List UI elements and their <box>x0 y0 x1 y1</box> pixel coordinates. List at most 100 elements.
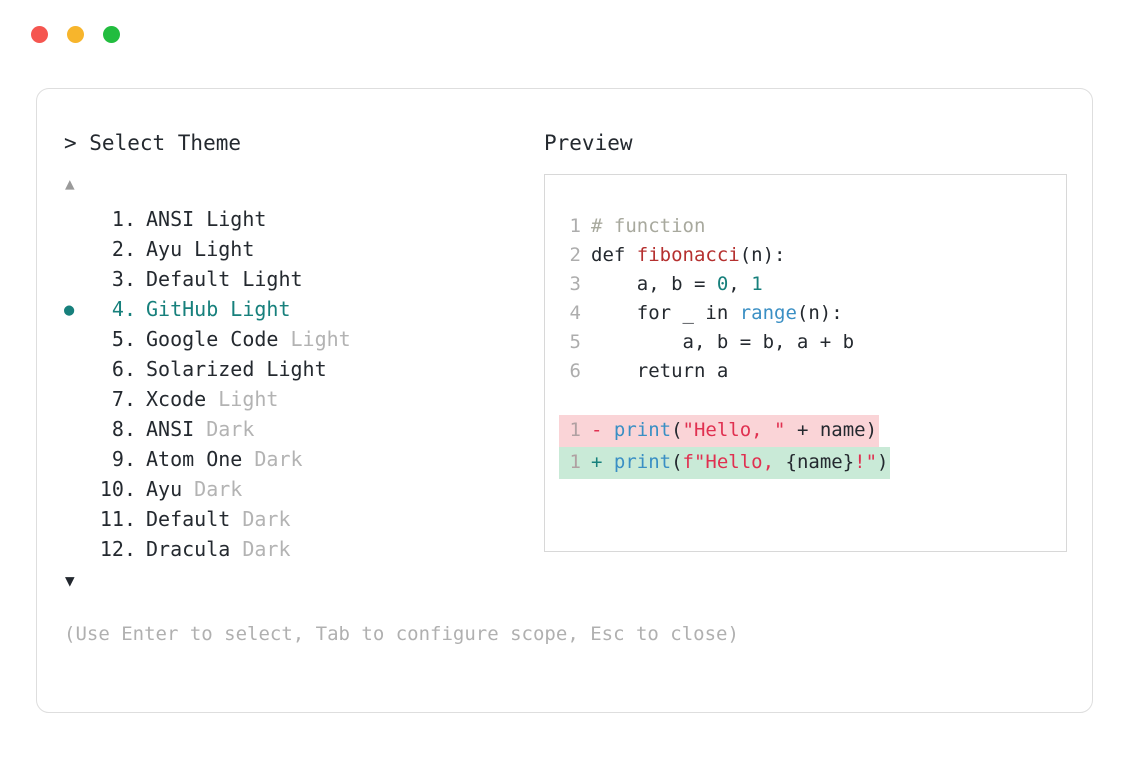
code-token: 1 <box>751 273 763 295</box>
line-number: 6 <box>569 360 581 382</box>
theme-item-variant: Dark <box>182 477 243 501</box>
code-line-text: def fibonacci(n): <box>591 241 785 270</box>
theme-item-variant: Dark <box>230 537 291 561</box>
code-line: 3 a, b = 0, 1 <box>559 270 1066 299</box>
theme-list-item[interactable]: 10. Ayu Dark <box>64 477 534 507</box>
theme-item-variant: Light <box>194 207 267 231</box>
line-number: 5 <box>569 331 581 353</box>
code-line: 1 # function <box>559 212 1066 241</box>
page-title: > Select Theme <box>64 131 242 155</box>
theme-item-name: Ayu <box>146 237 183 261</box>
theme-item-variant: Light <box>254 357 327 381</box>
theme-item-variant: Light <box>218 297 291 321</box>
theme-list-item[interactable]: 11.Default Dark <box>64 507 534 537</box>
code-line-text: for _ in range(n): <box>591 299 843 328</box>
theme-item-index: 1. <box>111 207 136 231</box>
theme-list-item[interactable]: 9. Atom One Dark <box>64 447 534 477</box>
code-line-text: a, b = 0, 1 <box>591 270 763 299</box>
line-number: 1 <box>569 215 581 237</box>
preview-title: Preview <box>544 131 633 155</box>
theme-item-index: 11. <box>99 507 136 531</box>
theme-item-index: 10. <box>99 477 136 501</box>
theme-item-name: Default <box>146 267 231 291</box>
code-line: 4 for _ in range(n): <box>559 299 1066 328</box>
theme-list-item[interactable]: 1. ANSI Light <box>64 207 534 237</box>
maximize-button[interactable] <box>103 25 120 43</box>
code-token: ( <box>671 451 683 473</box>
code-line-text: return a <box>591 357 729 386</box>
theme-item-name: ANSI <box>146 207 195 231</box>
code-token: , <box>728 273 752 295</box>
theme-item-variant: Dark <box>242 447 303 471</box>
theme-item-name: Dracula <box>146 537 231 561</box>
minimize-button[interactable] <box>67 25 84 43</box>
theme-item-index: 9. <box>111 447 136 471</box>
line-number: 1 <box>569 451 581 473</box>
window-titlebar <box>0 0 1129 68</box>
code-token: a, b = b, a + b <box>591 331 855 353</box>
theme-list-item[interactable]: 12. Dracula Dark <box>64 537 534 567</box>
theme-list-item[interactable]: ●4.GitHub Light <box>64 297 534 327</box>
code-token: # function <box>591 215 706 237</box>
code-token: f"Hello, <box>682 451 786 473</box>
code-line-text: # function <box>591 212 705 241</box>
selected-bullet-icon: ● <box>64 300 75 320</box>
code-token: def <box>591 244 637 266</box>
code-line-text: print(f"Hello, {name}!") <box>614 447 891 479</box>
theme-item-name: Atom One <box>146 447 243 471</box>
code-token: (n): <box>796 302 843 324</box>
code-token: ( <box>671 419 683 441</box>
diff-marker: - <box>591 419 614 441</box>
code-token: ) <box>877 451 889 473</box>
theme-list-item[interactable]: 5. Google Code Light <box>64 327 534 357</box>
theme-item-variant: Dark <box>194 417 255 441</box>
theme-item-name: ANSI <box>146 417 195 441</box>
diff-highlight: 1 + print(f"Hello, {name}!") <box>559 447 891 479</box>
theme-item-name: GitHub <box>146 297 219 321</box>
diff-marker: + <box>591 451 614 473</box>
theme-list-item[interactable]: 8. ANSI Dark <box>64 417 534 447</box>
code-token: range <box>739 302 797 324</box>
theme-item-name: Ayu <box>146 477 183 501</box>
close-button[interactable] <box>31 25 48 43</box>
theme-item-name: Google Code <box>146 327 279 351</box>
diff-line-del: 1- print("Hello, " + name) <box>559 415 1066 447</box>
theme-item-name: Solarized <box>146 357 255 381</box>
theme-item-variant: Dark <box>230 507 291 531</box>
diff-block: 1- print("Hello, " + name)1+ print(f"Hel… <box>559 415 1066 479</box>
theme-item-index: 3. <box>111 267 136 291</box>
line-number: 3 <box>569 273 581 295</box>
theme-list-item[interactable]: 3.Default Light <box>64 267 534 297</box>
theme-item-variant: Light <box>182 237 255 261</box>
code-token: (n): <box>739 244 786 266</box>
keyboard-hint: (Use Enter to select, Tab to configure s… <box>64 623 739 645</box>
code-token: + name) <box>785 419 878 441</box>
scroll-up-icon[interactable]: ▲ <box>65 174 75 193</box>
code-token: print <box>613 451 672 473</box>
theme-item-variant: Light <box>206 387 279 411</box>
theme-item-variant: Light <box>278 327 351 351</box>
scroll-down-icon[interactable]: ▼ <box>65 571 75 590</box>
code-token: 0 <box>716 273 729 295</box>
window-controls <box>31 25 120 43</box>
code-token: fibonacci <box>636 244 740 266</box>
theme-item-index: 6. <box>111 357 136 381</box>
theme-list-item[interactable]: 2.Ayu Light <box>64 237 534 267</box>
code-token: "Hello, " <box>682 419 786 441</box>
theme-item-index: 12. <box>99 537 136 561</box>
code-token: return a <box>591 360 729 382</box>
code-line: 5 a, b = b, a + b <box>559 328 1066 357</box>
theme-item-index: 8. <box>111 417 136 441</box>
theme-item-index: 5. <box>111 327 136 351</box>
theme-item-index: 7. <box>111 387 136 411</box>
code-line-text: print("Hello, " + name) <box>614 415 879 447</box>
diff-line-add: 1 + print(f"Hello, {name}!") <box>559 447 1066 479</box>
theme-list-item[interactable]: 7.Xcode Light <box>64 387 534 417</box>
theme-list-item[interactable]: 6. Solarized Light <box>64 357 534 387</box>
code-token: for _ in <box>591 302 740 324</box>
